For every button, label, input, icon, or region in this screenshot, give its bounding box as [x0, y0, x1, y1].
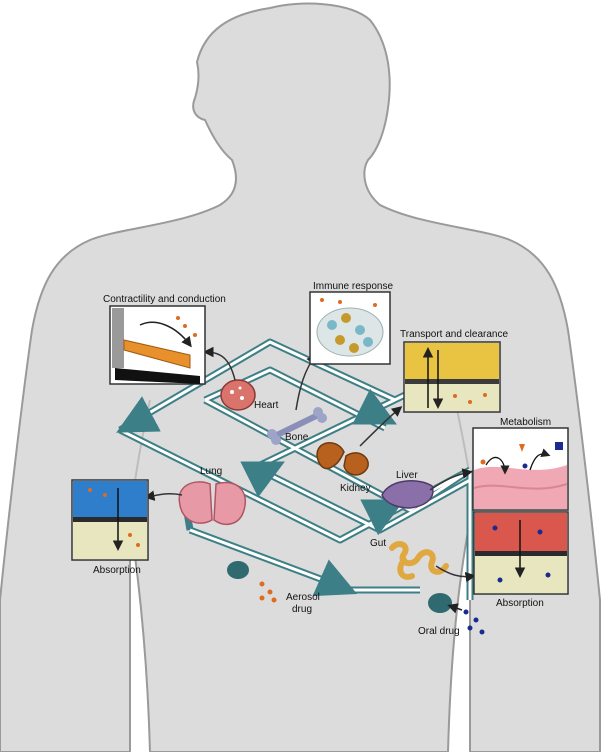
- label-lung: Lung: [200, 466, 222, 477]
- label-absorption-right: Absorption: [496, 598, 544, 609]
- label-aerosol: Aerosol: [286, 592, 320, 603]
- label-transport: Transport and clearance: [400, 329, 508, 340]
- label-liver: Liver: [396, 470, 418, 481]
- label-aerosol-drug: drug: [292, 604, 312, 615]
- heart-organ: [221, 380, 255, 410]
- label-immune: Immune response: [313, 281, 393, 292]
- label-contractility: Contractility and conduction: [103, 294, 226, 305]
- panel-transport: [404, 342, 500, 412]
- panel-absorption-right: [474, 512, 568, 594]
- label-bone: Bone: [285, 432, 309, 443]
- label-metabolism: Metabolism: [500, 417, 551, 428]
- panel-absorption-left: [72, 480, 148, 560]
- panel-immune: [310, 292, 390, 364]
- label-absorption-left: Absorption: [93, 565, 141, 576]
- label-oral-drug: Oral drug: [418, 626, 460, 637]
- panel-metabolism: [473, 428, 568, 510]
- panel-contractility: [110, 306, 205, 384]
- label-kidney: Kidney: [340, 483, 371, 494]
- label-gut: Gut: [370, 538, 386, 549]
- body-silhouette: [0, 4, 600, 752]
- label-heart: Heart: [254, 400, 279, 411]
